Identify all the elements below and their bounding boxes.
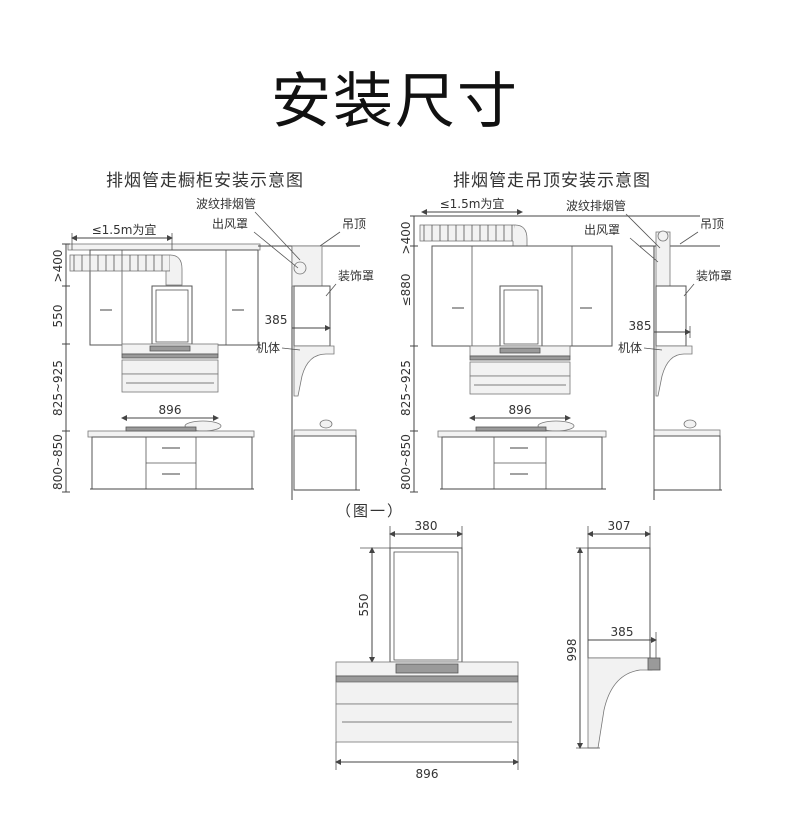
dim-front-896: 896 <box>416 767 439 781</box>
diagram-right-title: 排烟管走吊顶安装示意图 <box>453 171 651 191</box>
side-body <box>655 345 693 397</box>
label-duct: 波纹排烟管 <box>196 196 256 211</box>
diagram-left-title: 排烟管走橱柜安装示意图 <box>106 171 304 191</box>
label-outlet: 出风罩 <box>584 223 620 237</box>
dim-880: ≤880 <box>399 274 413 307</box>
dim-896: 896 <box>159 403 182 417</box>
outlet-hood <box>293 261 307 275</box>
dim-800-850: 800~850 <box>51 434 65 490</box>
label-ceiling: 吊顶 <box>342 217 366 231</box>
page-title: 安装尺寸 <box>271 67 519 137</box>
label-cover: 装饰罩 <box>696 269 732 283</box>
dim-side-998: 998 <box>565 639 579 662</box>
dim-825-925: 825~925 <box>51 360 65 416</box>
dim-800-850: 800~850 <box>399 434 413 490</box>
side-cover <box>293 285 331 347</box>
side-body <box>293 345 335 397</box>
dim-385: 385 <box>265 313 288 327</box>
hood-chimney <box>499 285 543 347</box>
label-body: 机体 <box>618 341 642 355</box>
front-chimney <box>389 547 463 663</box>
pipe-length-label: ≤1.5m为宜 <box>440 196 505 211</box>
detail-side-view: 307 385 998 <box>565 519 661 749</box>
dim-385: 385 <box>629 319 652 333</box>
label-body: 机体 <box>256 341 280 355</box>
side-chimney <box>587 547 651 659</box>
countertop <box>87 430 255 438</box>
duct-horizontal <box>69 254 171 272</box>
label-cover: 装饰罩 <box>338 269 374 283</box>
dim-550: 550 <box>51 305 65 328</box>
dim-825-925: 825~925 <box>399 360 413 416</box>
cabinet-top-board <box>67 243 261 251</box>
label-ceiling: 吊顶 <box>700 217 724 231</box>
pipe-length-label: ≤1.5m为宜 <box>92 222 157 237</box>
stove <box>125 426 197 432</box>
dim-front-550: 550 <box>357 594 371 617</box>
diagram-cabinet-exhaust: 排烟管走橱柜安装示意图 <box>51 171 374 500</box>
figure-caption: （图一） <box>336 502 404 520</box>
side-hood-profile <box>587 657 653 749</box>
dim-front-380: 380 <box>415 519 438 533</box>
side-cover <box>655 285 687 347</box>
dim-side-307: 307 <box>608 519 631 533</box>
label-outlet: 出风罩 <box>212 217 248 231</box>
detail-front-view: 380 550 896 <box>335 519 519 781</box>
duct-horizontal <box>419 224 516 242</box>
side-base-cabinet <box>293 435 357 491</box>
dim-side-385: 385 <box>611 625 634 639</box>
diagram-ceiling-exhaust: 排烟管走吊顶安装示意图 <box>399 171 732 500</box>
hood-chimney <box>151 285 193 345</box>
front-display <box>395 663 459 674</box>
side-countertop <box>293 429 357 437</box>
dim-896: 896 <box>509 403 532 417</box>
dim-top-clearance: >400 <box>399 222 413 255</box>
label-duct: 波纹排烟管 <box>566 198 626 213</box>
front-lower-body <box>335 703 519 743</box>
dim-top-clearance: >400 <box>51 250 65 283</box>
duct-elbow <box>165 254 183 286</box>
